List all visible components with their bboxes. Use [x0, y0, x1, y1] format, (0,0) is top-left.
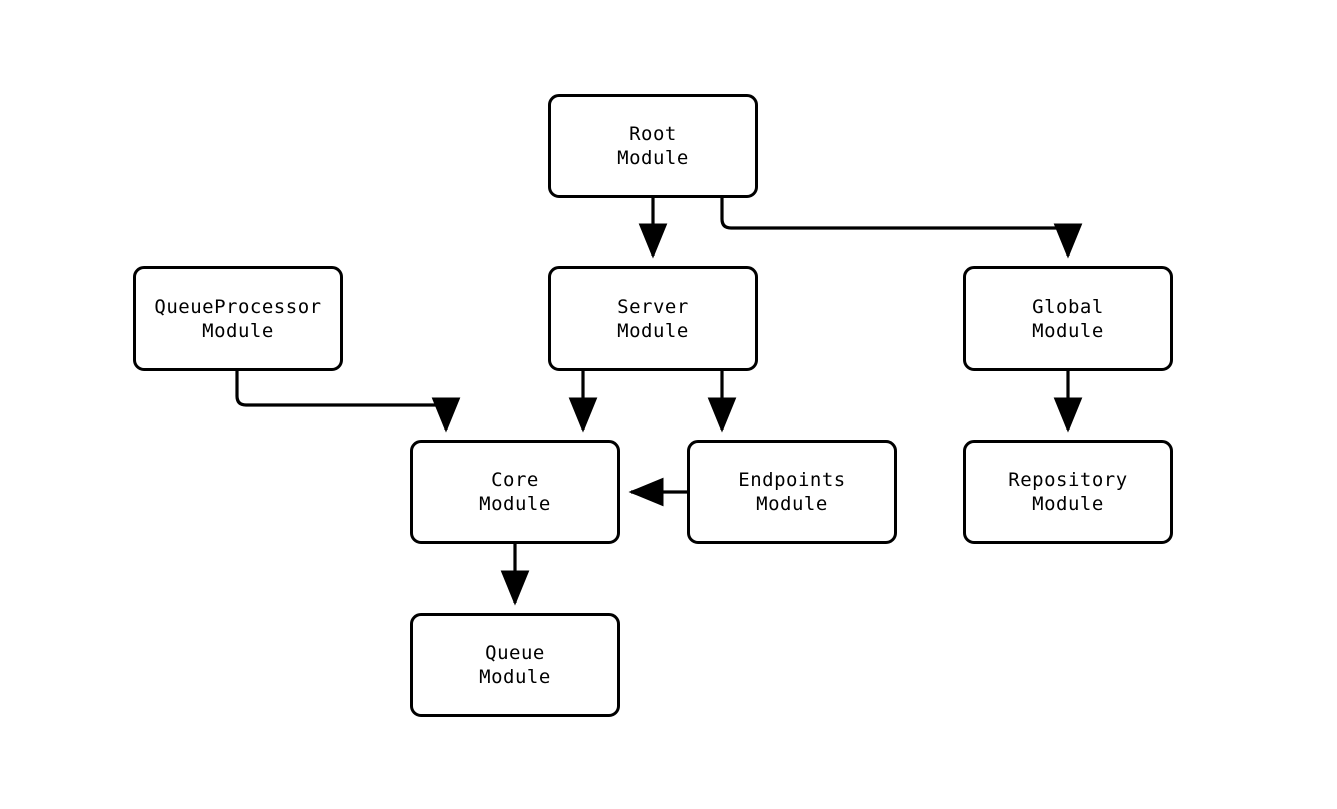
- node-server-suffix: Module: [617, 319, 689, 342]
- node-queueprocessor-name: QueueProcessor: [154, 295, 322, 318]
- node-server-name: Server: [617, 295, 689, 318]
- node-global-suffix: Module: [1032, 319, 1104, 342]
- node-queue-name: Queue: [485, 642, 545, 664]
- node-core-name: Core: [491, 469, 539, 491]
- node-queue-suffix: Module: [479, 666, 551, 688]
- node-root-name: Root: [629, 123, 677, 145]
- node-core[interactable]: Core Module: [410, 440, 620, 544]
- node-global-name: Global: [1032, 295, 1104, 318]
- edge-queueprocessor-to-core: [235, 371, 461, 433]
- node-core-suffix: Module: [479, 493, 551, 515]
- node-root-suffix: Module: [617, 147, 689, 169]
- node-endpoints[interactable]: Endpoints Module: [687, 440, 897, 544]
- node-queueprocessor-suffix: Module: [202, 319, 274, 342]
- node-queue[interactable]: Queue Module: [410, 613, 620, 717]
- node-endpoints-name: Endpoints: [738, 469, 846, 491]
- node-repository[interactable]: Repository Module: [963, 440, 1173, 544]
- node-queueprocessor[interactable]: QueueProcessor Module: [133, 266, 343, 371]
- node-endpoints-suffix: Module: [756, 493, 828, 515]
- node-server[interactable]: Server Module: [548, 266, 758, 371]
- node-global[interactable]: Global Module: [963, 266, 1173, 371]
- node-repository-suffix: Module: [1032, 493, 1104, 515]
- edge-root-to-global: [720, 198, 1083, 259]
- node-root[interactable]: Root Module: [548, 94, 758, 198]
- node-repository-name: Repository: [1008, 469, 1128, 491]
